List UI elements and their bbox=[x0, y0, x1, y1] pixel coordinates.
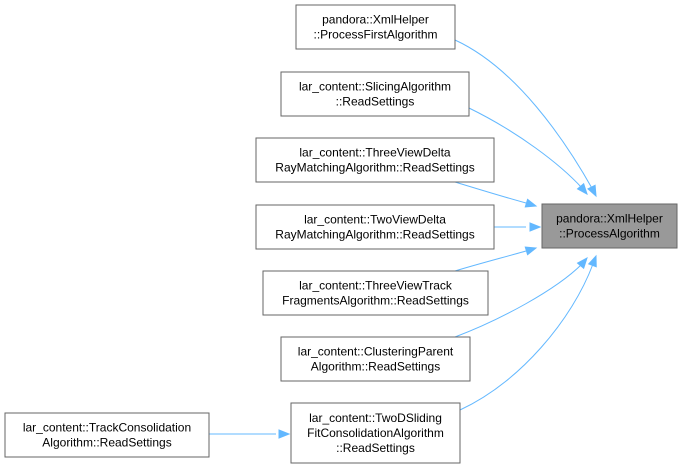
node-label-line: lar_content::TwoViewDelta bbox=[304, 213, 446, 227]
node-n1[interactable]: pandora::XmlHelper::ProcessFirstAlgorith… bbox=[295, 4, 456, 50]
node-n3[interactable]: lar_content::ThreeViewDeltaRayMatchingAl… bbox=[255, 137, 495, 183]
arrowhead bbox=[576, 256, 588, 270]
node-label-line: lar_content::ClusteringParent bbox=[298, 345, 454, 359]
node-box bbox=[262, 270, 489, 316]
node-label-line: FitConsolidationAlgorithm bbox=[307, 426, 444, 440]
node-label-line: ::ProcessFirstAlgorithm bbox=[313, 28, 437, 42]
arrowhead bbox=[278, 429, 291, 439]
arrowhead bbox=[529, 222, 542, 232]
edge-line bbox=[454, 250, 527, 272]
edge-line bbox=[468, 107, 583, 189]
edge-n3-to-target bbox=[454, 181, 538, 208]
node-label-line: RayMatchingAlgorithm::ReadSettings bbox=[275, 161, 474, 175]
node-label-line: pandora::XmlHelper bbox=[322, 13, 429, 27]
edge-line bbox=[454, 263, 583, 338]
node-label-line: pandora::XmlHelper bbox=[556, 212, 663, 226]
edge-n8-to-n7 bbox=[209, 429, 291, 439]
node-box bbox=[280, 71, 470, 117]
edge-line bbox=[454, 39, 594, 191]
node-label-line: ::ReadSettings bbox=[336, 441, 415, 455]
node-n6[interactable]: lar_content::ClusteringParentAlgorithm::… bbox=[280, 336, 471, 382]
edge-n5-to-target bbox=[454, 246, 538, 272]
node-box bbox=[255, 137, 495, 183]
node-n4[interactable]: lar_content::TwoViewDeltaRayMatchingAlgo… bbox=[255, 204, 495, 250]
node-n8[interactable]: lar_content::TrackConsolidationAlgorithm… bbox=[4, 412, 210, 458]
arrowhead bbox=[587, 254, 597, 268]
arrowhead bbox=[587, 184, 597, 198]
node-n5[interactable]: lar_content::ThreeViewTrackFragmentsAlgo… bbox=[262, 270, 489, 316]
node-box bbox=[255, 204, 495, 250]
node-label-line: lar_content::TwoDSliding bbox=[309, 411, 442, 425]
node-label-line: lar_content::ThreeViewTrack bbox=[299, 279, 453, 293]
edge-n4-to-target bbox=[494, 222, 542, 232]
target-node[interactable]: pandora::XmlHelper::ProcessAlgorithm bbox=[541, 203, 678, 249]
node-box bbox=[295, 4, 456, 50]
edge-n6-to-target bbox=[454, 256, 588, 338]
node-n7[interactable]: lar_content::TwoDSlidingFitConsolidation… bbox=[290, 402, 461, 464]
node-label-line: ::ProcessAlgorithm bbox=[559, 227, 660, 241]
node-box bbox=[541, 203, 678, 249]
node-n2[interactable]: lar_content::SlicingAlgorithm::ReadSetti… bbox=[280, 71, 470, 117]
node-label-line: Algorithm::ReadSettings bbox=[311, 360, 440, 374]
arrowhead bbox=[524, 198, 538, 208]
edge-line bbox=[454, 181, 527, 204]
node-label-line: lar_content::ThreeViewDelta bbox=[299, 146, 451, 160]
edge-line bbox=[459, 263, 594, 411]
node-box bbox=[290, 402, 461, 464]
node-label-line: ::ReadSettings bbox=[336, 95, 415, 109]
node-label-line: FragmentsAlgorithm::ReadSettings bbox=[282, 294, 469, 308]
node-box bbox=[4, 412, 210, 458]
node-label-line: lar_content::SlicingAlgorithm bbox=[299, 80, 451, 94]
edge-n7-to-target bbox=[459, 254, 597, 411]
edge-n1-to-target bbox=[454, 39, 597, 198]
node-box bbox=[280, 336, 471, 382]
arrowhead bbox=[524, 246, 538, 256]
edges-layer bbox=[209, 39, 597, 439]
arrowhead bbox=[576, 182, 588, 196]
node-label-line: Algorithm::ReadSettings bbox=[42, 436, 171, 450]
node-label-line: RayMatchingAlgorithm::ReadSettings bbox=[275, 228, 474, 242]
node-label-line: lar_content::TrackConsolidation bbox=[23, 421, 191, 435]
edge-n2-to-target bbox=[468, 107, 588, 196]
nodes-layer: pandora::XmlHelper::ProcessFirstAlgorith… bbox=[4, 4, 678, 464]
